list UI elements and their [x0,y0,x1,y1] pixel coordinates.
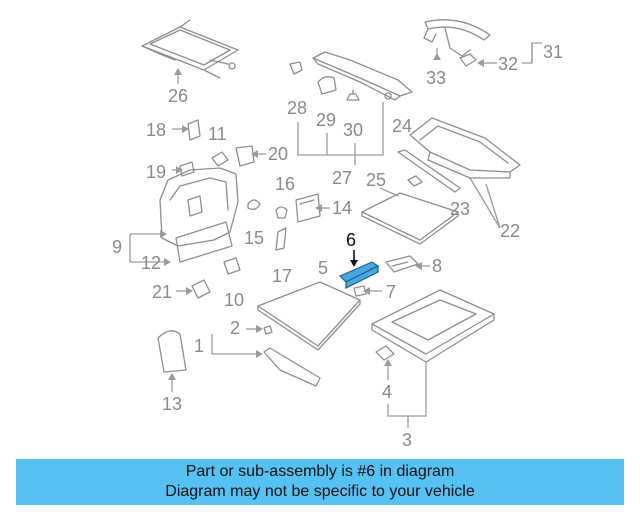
label-8: 8 [432,256,442,276]
label-29: 29 [316,110,336,130]
label-11: 11 [208,124,227,144]
label-4: 4 [382,382,392,402]
part-33-trim-strip [423,19,491,57]
part-13-panel [157,330,187,373]
label-13: 13 [162,394,182,414]
label-30: 30 [343,120,363,140]
label-14: 14 [332,198,352,218]
part-4-clip [375,345,395,361]
label-3: 3 [402,430,412,450]
part-26-cargo-cover [141,19,239,79]
part-25-floor-board [361,192,459,241]
label-7: 7 [386,282,396,302]
label-16: 16 [275,174,295,194]
parts-diagram: 26 33 32 31 28 29 30 27 24 23 22 25 [112,19,563,450]
part-15-knob [247,199,261,210]
label-22: 22 [500,221,520,241]
banner-line-part: Part or sub-assembly is #6 in diagram [185,463,455,480]
label-19: 19 [146,162,166,182]
label-5: 5 [318,258,328,278]
label-31: 31 [543,42,563,62]
part-32-clip [459,53,477,67]
info-banner: Part or sub-assembly is #6 in diagram Di… [16,459,624,505]
part-11-bracket [211,151,229,167]
label-15: 15 [244,228,264,248]
part-2-clip [263,325,273,335]
part-12-panel [175,221,233,263]
part-18-clip [187,119,201,141]
part-28-bracket [289,61,303,75]
part-27-rear-shelf [312,51,413,101]
part-24-strip [397,149,461,193]
part-21-clip [191,279,211,299]
label-32: 32 [498,54,518,74]
part-5-cargo-mat [257,281,361,347]
label-10: 10 [224,290,244,310]
banner-line-disclaimer: Diagram may not be specific to your vehi… [165,483,475,500]
label-6: 6 [346,230,356,250]
part-14-panel [295,193,321,223]
label-2: 2 [230,318,240,338]
label-12: 12 [141,253,161,273]
label-20: 20 [268,144,288,164]
label-25: 25 [366,170,386,190]
part-1-sill-plate [263,347,321,387]
part-29-cover [317,76,337,95]
part-30-clip [346,89,360,101]
label-33: 33 [426,68,446,88]
label-17: 17 [272,266,292,286]
part-20-clip [235,145,255,167]
label-24: 24 [392,116,412,136]
part-10-clip [223,257,241,275]
label-27: 27 [332,168,352,188]
part-16-grommet [275,206,288,219]
label-26: 26 [168,86,188,106]
part-22-rear-panel [409,117,521,179]
label-9: 9 [112,237,122,257]
part-23-clip [407,175,423,187]
part-19-clip [179,161,195,177]
label-28: 28 [287,98,307,118]
label-21: 21 [152,282,172,302]
part-17-hook [275,227,287,251]
part-7-clip [353,285,367,297]
part-9-quarter-trim [159,167,239,247]
label-1: 1 [194,336,204,356]
label-18: 18 [146,120,166,140]
part-8-bracket [385,255,419,273]
